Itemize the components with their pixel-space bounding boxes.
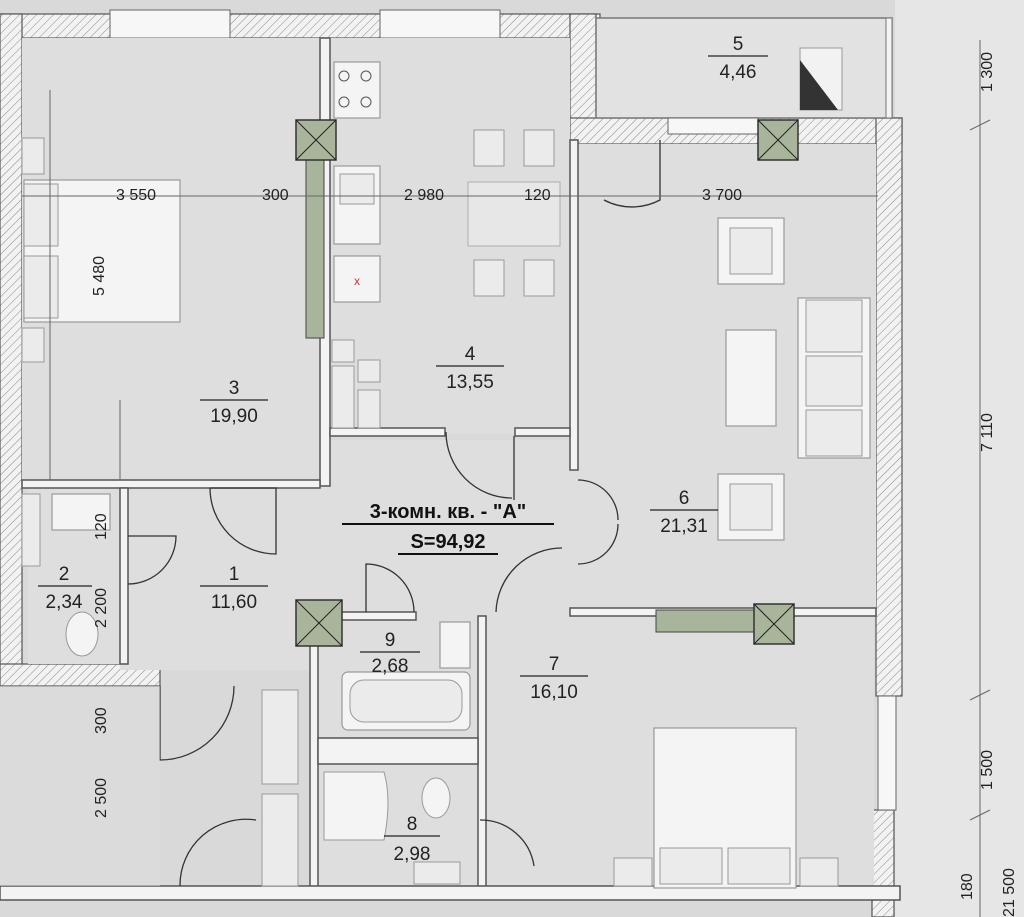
doors	[127, 140, 661, 887]
dim-right-21500: 21 500	[1001, 868, 1018, 917]
room-4-area: 13,55	[446, 372, 494, 393]
dim-bath2-120: 120	[93, 513, 110, 540]
room-labels: 3 19,90 4 13,55 5 4,46 6 21,31 7 16,10 1…	[38, 34, 768, 865]
room-3-number: 3	[229, 378, 240, 399]
dim-living-width: 3 700	[702, 187, 742, 204]
dimension-labels: 3 550 300 2 980 120 3 700 5 480 1 300 7 …	[91, 52, 1018, 917]
room-8-area: 2,98	[394, 844, 431, 865]
dimension-lines	[22, 40, 991, 917]
hall-wardrobes	[0, 686, 299, 887]
room-1-area: 11,60	[211, 592, 257, 613]
room-7-area: 16,10	[530, 682, 578, 703]
dim-right-7110: 7 110	[979, 413, 996, 452]
room-7-number: 7	[549, 654, 560, 675]
room-9-area: 2,68	[372, 656, 409, 677]
partition-wall	[655, 609, 757, 633]
room-6-area: 21,31	[660, 516, 708, 537]
kitchen-partition	[305, 159, 325, 339]
room-3-area: 19,90	[210, 406, 258, 427]
room-2-number: 2	[59, 564, 70, 585]
room-4-number: 4	[465, 344, 476, 365]
interior-walls	[0, 37, 901, 901]
bed-room-7	[613, 727, 839, 889]
room-2-area: 2,34	[46, 592, 83, 613]
living-room-furniture	[717, 217, 871, 541]
vent-shafts	[295, 119, 799, 647]
dim-right-180: 180	[959, 873, 976, 900]
room-9-number: 9	[385, 630, 396, 651]
bathroom-fixtures	[21, 493, 471, 885]
dim-wall-300: 300	[262, 187, 289, 204]
dim-left-2500: 2 500	[93, 778, 110, 818]
dim-bedroom-length: 5 480	[91, 256, 108, 296]
apartment-title: 3-комн. кв. - "А" S=94,92	[342, 501, 554, 555]
room-5-area: 4,46	[720, 62, 757, 83]
room-5-number: 5	[733, 34, 744, 55]
dim-kitchen-width: 2 980	[404, 187, 444, 204]
windows	[109, 9, 897, 811]
plan-area: S=94,92	[410, 531, 485, 553]
plan-title: 3-комн. кв. - "А"	[370, 501, 527, 523]
room-6-number: 6	[679, 488, 690, 509]
margin-area	[895, 0, 1024, 917]
kitchen-furniture: x	[331, 61, 561, 429]
dim-right-1500: 1 500	[979, 750, 996, 790]
svg-text:x: x	[354, 274, 360, 288]
dim-bedroom-width: 3 550	[116, 187, 156, 204]
room-8-number: 8	[407, 814, 418, 835]
dim-bath2-2200: 2 200	[93, 588, 110, 628]
room-5-balcony	[595, 17, 893, 119]
dim-left-300: 300	[93, 707, 110, 734]
dim-right-1300: 1 300	[979, 52, 996, 92]
dim-wall-120: 120	[524, 187, 551, 204]
room-1-number: 1	[229, 564, 240, 585]
